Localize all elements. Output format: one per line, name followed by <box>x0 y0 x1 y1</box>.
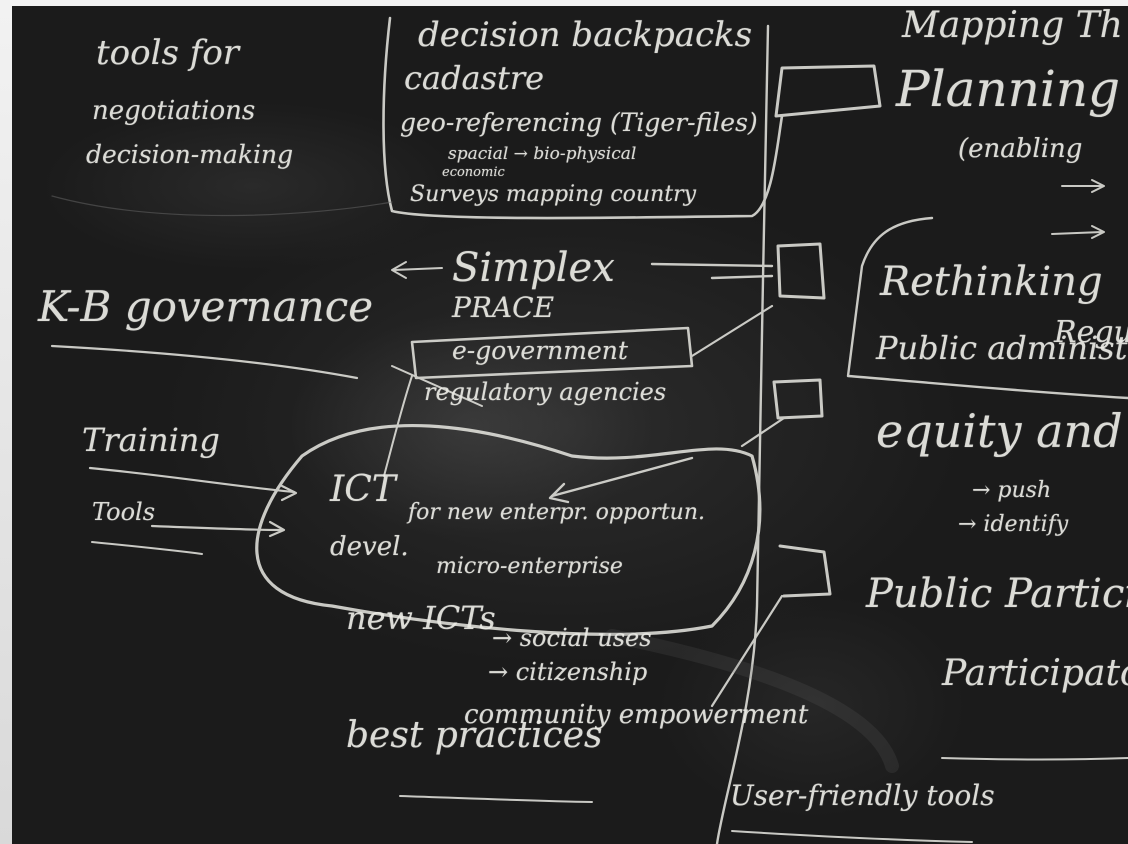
identify-text: → identify <box>958 512 1069 537</box>
planning-text: Planning <box>896 60 1121 118</box>
tools-for-text: tools for <box>96 33 240 73</box>
ict-text: ICT <box>330 469 396 510</box>
cadastre-text: cadastre <box>404 59 545 97</box>
surveys-text: Surveys mapping country <box>410 182 697 207</box>
mapping-the-text: Mapping Th <box>902 6 1123 46</box>
egov-box <box>410 326 694 380</box>
micro-enterprise-text: micro-enterprise <box>436 554 623 579</box>
community-empowerment-text: community empowerment <box>464 700 809 730</box>
box-1 <box>774 64 882 118</box>
regul-text: Regul <box>1054 315 1128 350</box>
chalk-strokes <box>50 16 1128 844</box>
training-text: Training <box>82 421 220 459</box>
social-uses-text: → social uses <box>492 624 652 652</box>
ict-blob <box>255 423 762 636</box>
spacial-bio-text: spacial → bio-physical <box>448 144 637 164</box>
right-bracket <box>846 216 1128 400</box>
top-bracket-box <box>382 16 784 220</box>
new-enterprise-text: for new enterpr. opportun. <box>408 500 705 525</box>
box-4 <box>778 544 832 598</box>
kb-governance-text: K-B governance <box>38 282 374 331</box>
regulatory-agencies-text: regulatory agencies <box>424 378 667 406</box>
decision-backpacks-text: decision backpacks <box>418 15 753 55</box>
public-administration-text: Public administra <box>876 329 1128 367</box>
decision-making-text: decision-making <box>86 140 294 169</box>
enabling-text: (enabling <box>958 134 1083 164</box>
kb-underline <box>50 344 359 380</box>
user-friendly-tools-text: User-friendly tools <box>730 779 995 812</box>
economic-text: economic <box>442 165 505 180</box>
tools-text: Tools <box>92 498 156 526</box>
new-icts-text: new ICTs <box>346 599 496 637</box>
devel-text: devel. <box>330 532 409 562</box>
negotiation-text: negotiations <box>92 96 256 126</box>
prace-text: PRACE <box>452 291 555 324</box>
chalkboard: tools for negotiations decision-making d… <box>12 6 1128 844</box>
e-government-text: e-government <box>452 336 628 365</box>
equity-and-text: equity and <box>876 404 1123 458</box>
participatory-text: Participatory <box>942 653 1128 694</box>
push-text: → push <box>972 478 1052 503</box>
simplex-text: Simplex <box>452 245 615 291</box>
box-3 <box>772 378 824 420</box>
box-2 <box>776 242 826 300</box>
public-particip-text: Public Particip <box>866 571 1128 617</box>
best-practices-text: best practices <box>346 715 603 756</box>
rethinking-text: Rethinking <box>880 259 1103 305</box>
geo-referencing-text: geo-referencing (Tiger-files) <box>400 108 758 137</box>
citizenship-text: → citizenship <box>488 658 648 686</box>
